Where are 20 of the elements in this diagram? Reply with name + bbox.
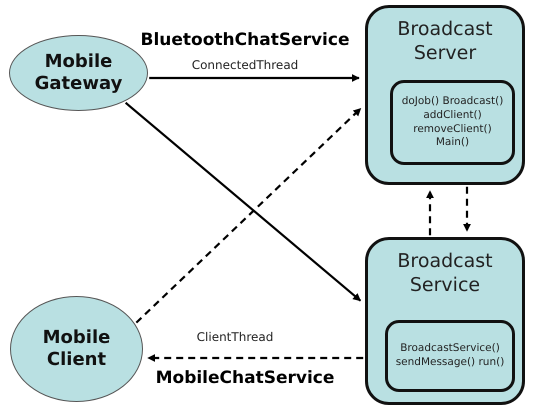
service-box [365,237,525,405]
method-list-box [390,80,515,165]
edge-label: ConnectedThread [190,58,300,72]
arrow [149,74,360,82]
arrow [463,186,471,232]
arrow [124,102,362,302]
arrow [426,190,434,236]
arrow [147,354,364,362]
edge-label: ClientThread [194,330,276,344]
server-box [365,5,525,185]
node-label: Mobile Gateway [34,50,124,96]
service-title: MobileChatService [156,368,334,388]
service-title: BluetoothChatService [140,30,350,50]
method-list: BroadcastService() sendMessage() run() [394,342,506,370]
method-list: doJob() Broadcast() addClient() removeClient() Main() [399,95,506,150]
node-label: Broadcast Service [396,250,494,298]
arrow [136,108,362,324]
node-label: Broadcast Server [396,18,494,66]
method-list-box [385,320,515,392]
node-label: Mobile Client [42,326,112,372]
